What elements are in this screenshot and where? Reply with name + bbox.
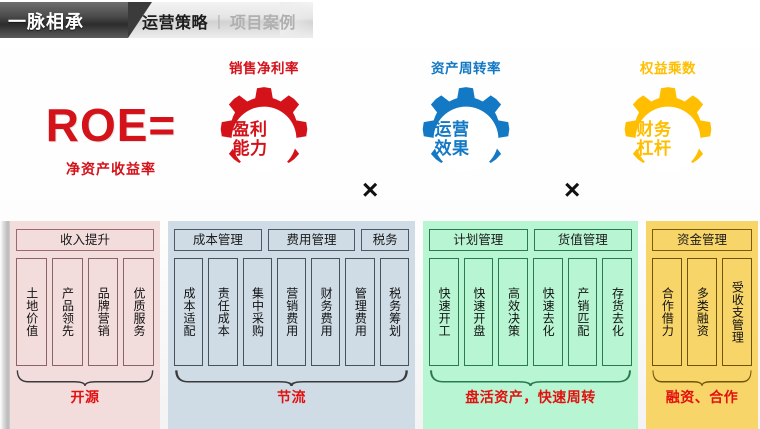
factor-text-line2: 能力 — [232, 139, 268, 158]
item-box[interactable]: 优质服务 — [123, 258, 154, 366]
item-box[interactable]: 快速开盘 — [463, 258, 494, 366]
tab-separator: | — [217, 12, 221, 30]
item-box[interactable]: 管理费用 — [345, 258, 375, 366]
multiply-operator-1: × — [362, 174, 379, 205]
category-expense-management[interactable]: 费用管理 — [267, 229, 356, 251]
factor-text-line2: 杠杆 — [636, 139, 672, 158]
roe-sublabel: 净资产收益率 — [66, 161, 156, 177]
factor-caption: 销售净利率 — [229, 61, 299, 76]
item-box[interactable]: 快速去化 — [533, 258, 563, 366]
item-box[interactable]: 产品领先 — [51, 258, 83, 366]
asset-panel[interactable]: 计划管理 货值管理 快速开工 快速开盘 高效决策 快速去化 产销匹配 存货去化 … — [423, 221, 638, 429]
tab-operating-strategy[interactable]: 运营策略 — [142, 15, 209, 32]
item-box[interactable]: 财务费用 — [311, 258, 341, 366]
item-box[interactable]: 土地价值 — [16, 258, 47, 366]
item-box[interactable]: 产销匹配 — [567, 258, 598, 366]
category-row: 计划管理 货值管理 — [429, 229, 632, 251]
category-value-management[interactable]: 货值管理 — [533, 229, 632, 251]
summary-label: 节流 — [277, 389, 306, 405]
factor-leverage: 权益乘数 财务 杠杆 — [600, 60, 736, 193]
roe-formula: ROE= 净资产收益率 销售净利率 盈利 能力 × 资产周转率 — [0, 46, 760, 218]
operating-gear-icon — [412, 85, 520, 193]
left-edge-strip — [0, 221, 10, 429]
brand-title: 一脉相承 — [8, 12, 84, 32]
item-row: 成本适配 责任成本 集中采购 营销费用 财务费用 管理费用 税务筹划 — [174, 258, 409, 366]
item-box[interactable]: 快速开工 — [429, 258, 459, 366]
factor-text: 财务 杠杆 — [600, 85, 708, 193]
tab-project-cases[interactable]: 项目案例 — [229, 15, 296, 32]
brace-icon — [652, 369, 752, 386]
category-capital-management[interactable]: 资金管理 — [652, 229, 752, 251]
item-row: 土地价值 产品领先 品牌营销 优质服务 — [16, 258, 154, 366]
item-row: 快速开工 快速开盘 高效决策 快速去化 产销匹配 存货去化 — [429, 258, 633, 366]
item-box[interactable]: 存货去化 — [602, 258, 633, 366]
factor-text: 盈利 能力 — [196, 85, 304, 193]
brand-plate — [0, 2, 152, 38]
item-box[interactable]: 税务筹划 — [379, 258, 409, 366]
item-row: 合作借力 多类融资 受收支管理 — [652, 258, 752, 366]
capital-panel[interactable]: 资金管理 合作借力 多类融资 受收支管理 融资、合作 — [646, 221, 758, 429]
factor-text-line1: 盈利 — [232, 119, 268, 139]
item-box[interactable]: 多类融资 — [687, 258, 717, 366]
header-tabs: 运营策略 | 项目案例 — [142, 9, 296, 33]
roe-term: ROE= 净资产收益率 — [26, 102, 196, 179]
factor-caption: 资产周转率 — [431, 61, 501, 76]
summary-label: 盘活资产，快速周转 — [465, 389, 596, 405]
item-box[interactable]: 责任成本 — [208, 258, 238, 366]
category-row: 成本管理 费用管理 税务 — [174, 229, 409, 251]
factor-caption: 权益乘数 — [640, 61, 696, 76]
category-cost-management[interactable]: 成本管理 — [174, 229, 262, 251]
item-box[interactable]: 营销费用 — [276, 258, 307, 366]
item-box[interactable]: 品牌营销 — [87, 258, 119, 366]
profitability-gear-icon — [210, 85, 318, 193]
item-box[interactable]: 合作借力 — [652, 258, 682, 366]
brace-icon — [429, 369, 632, 386]
factor-text-line1: 运营 — [434, 119, 470, 139]
category-plan-management[interactable]: 计划管理 — [429, 229, 528, 251]
revenue-panel[interactable]: 收入提升 土地价值 产品领先 品牌营销 优质服务 开源 — [10, 221, 160, 429]
category-row: 资金管理 — [652, 229, 752, 251]
factor-text: 运营 效果 — [398, 85, 506, 193]
factor-text-line2: 效果 — [434, 139, 470, 158]
brace-icon — [174, 369, 409, 386]
cost-panel[interactable]: 成本管理 费用管理 税务 成本适配 责任成本 集中采购 营销费用 财务费用 管理… — [168, 221, 415, 429]
factor-operating: 资产周转率 运营 效果 — [398, 60, 534, 193]
multiply-operator-2: × — [564, 174, 581, 205]
item-box[interactable]: 高效决策 — [498, 258, 529, 366]
category-revenue-growth[interactable]: 收入提升 — [16, 229, 154, 251]
category-tax[interactable]: 税务 — [361, 229, 409, 251]
brace-icon — [16, 369, 154, 386]
item-box[interactable]: 受收支管理 — [722, 258, 752, 366]
leverage-gear-icon — [614, 85, 722, 193]
strategy-panels: 收入提升 土地价值 产品领先 品牌营销 优质服务 开源 成本管理 费用管理 税务… — [0, 221, 760, 429]
summary-label: 开源 — [70, 389, 100, 405]
factor-text-line1: 财务 — [636, 119, 672, 139]
item-box[interactable]: 集中采购 — [242, 258, 272, 366]
roe-label: ROE= — [45, 99, 177, 151]
header-bar: 一脉相承 运营策略 | 项目案例 — [0, 0, 760, 41]
item-box[interactable]: 成本适配 — [174, 258, 204, 366]
factor-profitability: 销售净利率 盈利 能力 — [196, 60, 332, 193]
summary-label: 融资、合作 — [665, 389, 739, 405]
category-row: 收入提升 — [16, 229, 154, 251]
